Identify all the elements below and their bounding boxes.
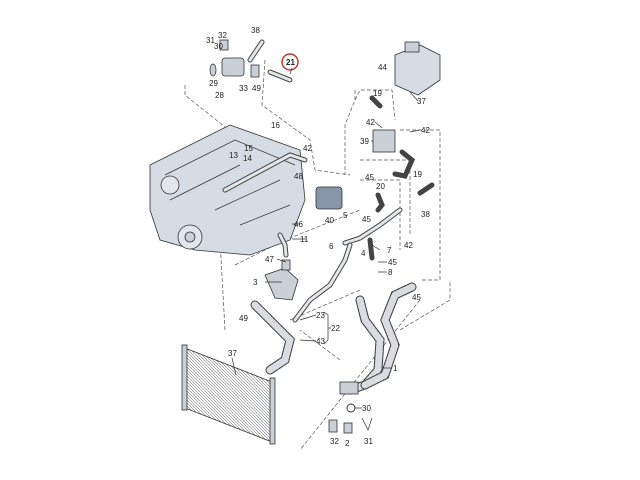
callout[interactable]: 47 — [265, 255, 274, 264]
callout[interactable]: 37 — [417, 97, 426, 106]
callout[interactable]: 44 — [378, 63, 387, 72]
callout[interactable]: 8 — [388, 268, 393, 277]
expansion-tank — [394, 41, 441, 96]
callout[interactable]: 37 — [228, 349, 237, 358]
callout[interactable]: 45 — [412, 293, 421, 302]
cooler-40 — [315, 186, 343, 210]
callout[interactable]: 40 — [325, 216, 334, 225]
callout[interactable]: 33 — [239, 84, 248, 93]
hose-20 — [375, 192, 385, 213]
callout[interactable]: 14 — [243, 154, 252, 163]
auxiliary-pump — [372, 129, 396, 153]
hose-19-top — [369, 95, 383, 109]
pipe-branch — [367, 237, 375, 261]
callout[interactable]: 38 — [421, 210, 430, 219]
callout[interactable]: 30 — [214, 42, 223, 51]
callout[interactable]: 30 — [362, 404, 371, 413]
callout[interactable]: 32 — [218, 31, 227, 40]
callout[interactable]: 20 — [376, 182, 385, 191]
callout[interactable]: 42 — [404, 241, 413, 250]
callout-highlighted[interactable]: 21 — [286, 58, 295, 67]
water-pump — [264, 232, 299, 301]
callout[interactable]: 1 — [393, 364, 398, 373]
hose-19 — [392, 149, 416, 179]
callout[interactable]: 7 — [387, 246, 392, 255]
callout[interactable]: 49 — [239, 314, 248, 323]
leader-lines — [231, 67, 421, 409]
callout[interactable]: 45 — [388, 258, 397, 267]
callout[interactable]: 4 — [361, 249, 366, 258]
engine-block — [149, 124, 308, 256]
callout[interactable]: 28 — [215, 91, 224, 100]
callout[interactable]: 48 — [294, 172, 303, 181]
callout[interactable]: 38 — [251, 26, 260, 35]
callout[interactable]: 19 — [373, 89, 382, 98]
callout[interactable]: 49 — [252, 84, 261, 93]
callout[interactable]: 45 — [362, 215, 371, 224]
callout[interactable]: 2 — [345, 439, 350, 448]
callout[interactable]: 45 — [365, 173, 374, 182]
callout[interactable]: 42 — [366, 118, 375, 127]
callout[interactable]: 31 — [364, 437, 373, 446]
callout[interactable]: 42 — [303, 144, 312, 153]
callout[interactable]: 6 — [329, 242, 334, 251]
part-21-hose — [267, 69, 293, 83]
callout[interactable]: 29 — [209, 79, 218, 88]
callout[interactable]: 15 — [244, 144, 253, 153]
callout[interactable]: 16 — [271, 121, 280, 130]
callout[interactable]: 5 — [343, 211, 348, 220]
callout[interactable]: 23 — [316, 311, 325, 320]
callout[interactable]: 22 — [331, 324, 340, 333]
callout-labels: 31 32 38 30 21 29 33 49 28 44 37 19 42 4… — [206, 26, 430, 448]
thermostat-housing — [209, 39, 265, 78]
coolant-hoses — [250, 242, 417, 395]
callout[interactable]: 42 — [421, 126, 430, 135]
callout[interactable]: 46 — [294, 220, 303, 229]
callout[interactable]: 39 — [360, 137, 369, 146]
radiator — [181, 344, 276, 445]
bracket — [323, 311, 331, 345]
callout[interactable]: 13 — [229, 151, 238, 160]
callout[interactable]: 32 — [330, 437, 339, 446]
callout[interactable]: 19 — [413, 170, 422, 179]
callout[interactable]: 31 — [206, 36, 215, 45]
callout[interactable]: 43 — [316, 337, 325, 346]
callout[interactable]: 3 — [253, 278, 258, 287]
highlight-circle — [281, 53, 299, 71]
hose-38 — [417, 182, 435, 196]
callout[interactable]: 11 — [300, 235, 309, 244]
